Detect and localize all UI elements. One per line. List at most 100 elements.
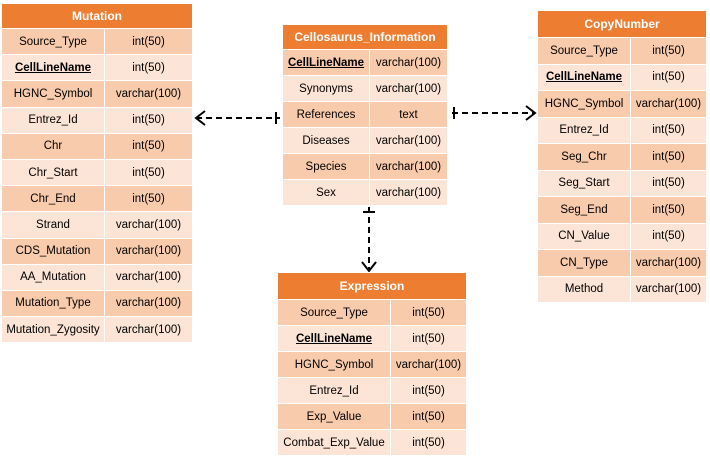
field-type: int(50) — [390, 429, 467, 456]
field-type: varchar(100) — [104, 263, 193, 291]
field-type: varchar(100) — [104, 211, 193, 239]
many-end-marker-expression — [361, 261, 377, 273]
field-type: varchar(100) — [630, 249, 707, 277]
field-type: int(50) — [104, 185, 193, 213]
field-type: int(50) — [104, 106, 193, 134]
field-name: Source_Type — [1, 27, 105, 56]
field-type: int(50) — [104, 132, 193, 160]
field-name: Mutation_Type — [1, 289, 105, 318]
field-name: Method — [537, 275, 631, 303]
table-title: CopyNumber — [537, 10, 707, 38]
field-type: varchar(100) — [630, 275, 707, 303]
field-name: Source_Type — [537, 37, 631, 65]
field-name: CN_Type — [537, 249, 631, 277]
field-name: Seg_End — [537, 196, 631, 224]
primary-key-field-name: CellLineName — [537, 63, 631, 91]
field-name: CDS_Mutation — [1, 237, 105, 265]
field-name: Diseases — [282, 127, 370, 154]
field-name: References — [282, 101, 370, 128]
field-name: CN_Value — [537, 222, 631, 250]
field-type: varchar(100) — [390, 351, 467, 378]
table-title: Cellosaurus_Information — [282, 24, 448, 50]
field-name: Species — [282, 153, 370, 180]
table-title: Expression — [277, 272, 467, 300]
field-name: AA_Mutation — [1, 263, 105, 291]
field-type: varchar(100) — [104, 316, 193, 344]
field-name: Chr_End — [1, 185, 105, 213]
field-type: int(50) — [630, 116, 707, 144]
field-name: Entrez_Id — [277, 377, 391, 404]
field-type: int(50) — [630, 196, 707, 224]
field-type: varchar(100) — [369, 153, 448, 180]
field-type: varchar(100) — [630, 90, 707, 118]
field-name: Sex — [282, 179, 370, 206]
field-type: int(50) — [630, 222, 707, 250]
many-end-marker-mutation — [194, 110, 206, 126]
field-type: varchar(100) — [369, 179, 448, 206]
field-name: Source_Type — [277, 299, 391, 326]
field-name: Chr — [1, 132, 105, 160]
field-name: Synonyms — [282, 75, 370, 102]
primary-key-field-name: CellLineName — [277, 325, 391, 352]
primary-key-field-name: CellLineName — [1, 54, 105, 82]
field-type: int(50) — [630, 37, 707, 65]
field-type: varchar(100) — [104, 237, 193, 265]
field-name: HGNC_Symbol — [537, 90, 631, 118]
field-name: HGNC_Symbol — [277, 351, 391, 378]
primary-key-field-name: CellLineName — [282, 49, 370, 76]
field-name: Mutation_Zygosity — [1, 316, 105, 344]
field-type: varchar(100) — [369, 49, 448, 76]
field-type: text — [369, 101, 448, 128]
field-type: int(50) — [104, 158, 193, 187]
field-name: Strand — [1, 211, 105, 239]
field-type: varchar(100) — [369, 127, 448, 154]
field-type: int(50) — [630, 169, 707, 197]
field-name: Combat_Exp_Value — [277, 429, 391, 456]
field-type: varchar(100) — [369, 75, 448, 102]
field-type: int(50) — [630, 63, 707, 91]
field-type: varchar(100) — [104, 289, 193, 318]
field-name: Seg_Chr — [537, 143, 631, 171]
field-name: Entrez_Id — [1, 106, 105, 134]
field-type: int(50) — [390, 377, 467, 404]
field-type: int(50) — [630, 143, 707, 171]
field-type: int(50) — [390, 325, 467, 352]
field-name: Seg_Start — [537, 169, 631, 197]
field-type: int(50) — [104, 54, 193, 82]
